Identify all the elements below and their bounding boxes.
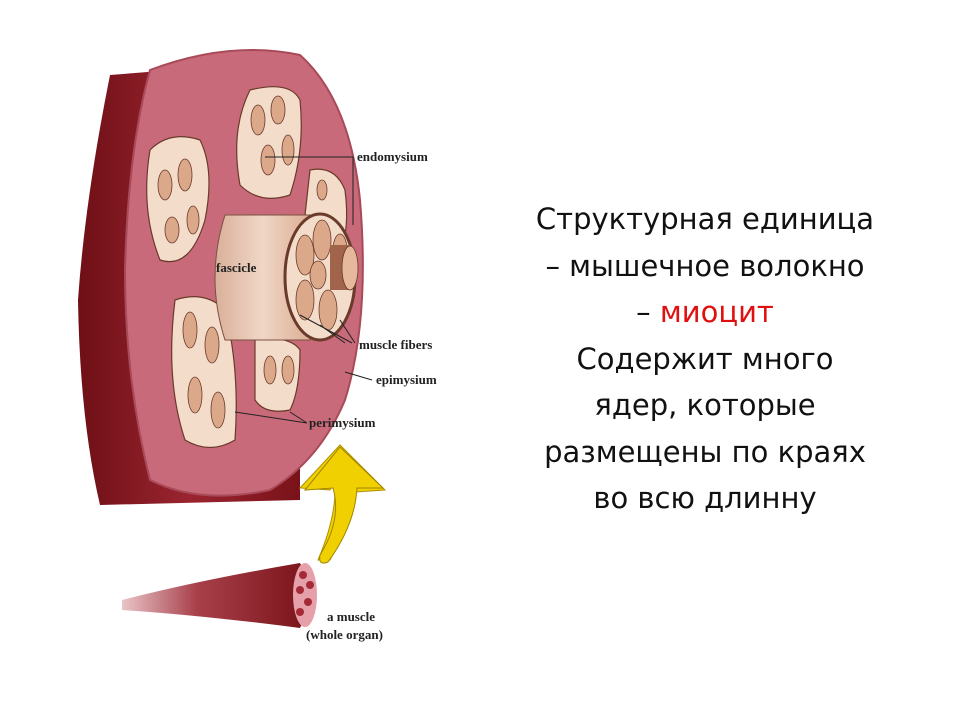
label-perimysium: perimysium (309, 415, 376, 430)
label-fascicle: fascicle (216, 260, 257, 275)
text-line: размещены по краях (544, 434, 866, 469)
label-epimysium: epimysium (376, 372, 437, 387)
label-whole-organ: (whole organ) (306, 627, 383, 642)
label-muscle: a muscle (327, 609, 375, 624)
text-line: – миоцит (500, 289, 910, 336)
whole-muscle (122, 563, 309, 628)
muscle-structure-diagram: endomysium fascicle muscle fibers epimys… (78, 49, 437, 642)
description-text: Структурная единица – мышечное волокно –… (500, 196, 910, 522)
text-line: Структурная единица (535, 202, 875, 236)
text-line: Содержит много (576, 341, 834, 376)
label-muscle-fibers: muscle fibers (359, 337, 432, 352)
text-dash: – (636, 295, 660, 329)
text-line: ядер, которые (594, 388, 816, 422)
text-line: – мышечное волокно (545, 248, 865, 283)
label-endomysium: endomysium (357, 149, 428, 164)
text-line: во всю длинну (593, 481, 817, 515)
fascicle (214, 214, 311, 341)
highlight-myocyte: миоцит (659, 295, 774, 329)
